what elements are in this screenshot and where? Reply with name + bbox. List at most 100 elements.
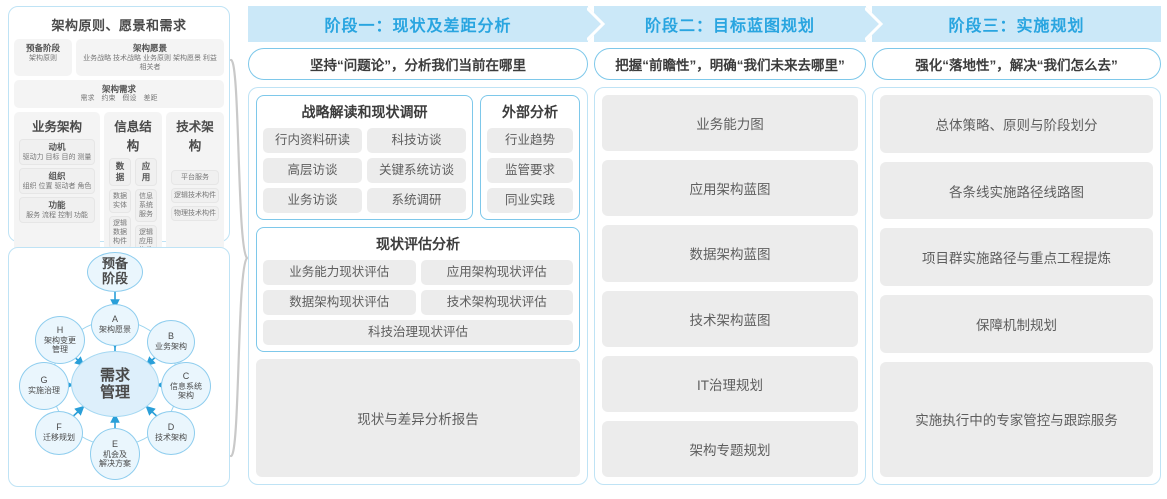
architecture-vision-cell: 架构愿景 业务战略 技术战略 业务原则 架构愿景 利益相关者: [76, 39, 224, 76]
adm-node-d-letter: D: [167, 422, 175, 433]
adm-node-a-letter: A: [111, 314, 118, 325]
list-item[interactable]: 科技访谈: [367, 128, 466, 153]
external-analysis-items: 行业趋势 监管要求 同业实践: [487, 128, 573, 213]
adm-node-a-label: 架构愿景: [99, 325, 131, 335]
architecture-requirements-cell: 架构需求 需求 约束 假设 差距: [14, 79, 224, 108]
adm-node-prep: 预备 阶段: [87, 252, 143, 292]
organization-chip: 组织 组织 位置 驱动者 角色: [19, 167, 95, 194]
list-item[interactable]: 行内资料研读: [263, 128, 362, 153]
list-item[interactable]: 总体策略、原则与阶段划分: [880, 95, 1153, 153]
external-analysis-card: 外部分析 行业趋势 监管要求 同业实践: [480, 95, 580, 220]
adm-node-b-label: 业务架构: [155, 342, 187, 352]
list-item[interactable]: 系统调研: [367, 188, 466, 213]
togaf-adm-cycle: 预备 阶段 需求 管理 A 架构愿景 B 业务架构 C 信息系统 架构 D 技术…: [8, 247, 230, 487]
list-item[interactable]: 业务访谈: [263, 188, 362, 213]
architecture-requirements-title: 架构需求: [101, 83, 136, 94]
adm-node-b: B 业务架构: [147, 320, 195, 364]
adm-node-c-label: 信息系统 架构: [170, 381, 202, 400]
motivation-sub: 驱动力 目标 目的 测量: [22, 153, 92, 161]
list-item[interactable]: 科技治理现状评估: [263, 320, 573, 345]
stage-column-3: 阶段三：实施规划 强化“落地性”，解决“我们怎么去” 总体策略、原则与阶段划分 …: [872, 6, 1161, 485]
list-item[interactable]: 架构专题规划: [602, 420, 858, 478]
chevron-right-icon: [865, 6, 883, 42]
list-item[interactable]: 关键系统访谈: [367, 158, 466, 183]
adm-node-g: G 实施治理: [19, 362, 69, 410]
list-item[interactable]: 行业趋势: [487, 128, 573, 153]
logical-technology-component-chip: 逻辑技术构件: [171, 187, 219, 203]
list-item[interactable]: 监管要求: [487, 158, 573, 183]
application-title: 应用: [141, 160, 151, 182]
organization-sub: 组织 位置 驱动者 角色: [22, 182, 92, 190]
list-item[interactable]: 实施执行中的专家管控与跟踪服务: [880, 361, 1153, 478]
adm-node-h-letter: H: [56, 324, 64, 335]
adm-node-e-label: 机会及 解决方案: [99, 449, 131, 468]
list-item[interactable]: 同业实践: [487, 188, 573, 213]
business-architecture-head: 业务架构: [31, 119, 82, 134]
stage-1-subtitle: 坚持“问题论”，分析我们当前在哪里: [248, 48, 588, 80]
external-analysis-title: 外部分析: [502, 104, 558, 120]
list-item[interactable]: 技术架构蓝图: [602, 290, 858, 347]
adm-node-e-letter: E: [111, 438, 118, 449]
adm-node-center: 需求 管理: [71, 351, 159, 417]
stage-1-body: 战略解读和现状调研 行内资料研读 科技访谈 高层访谈 关键系统访谈 业务访谈 系…: [248, 87, 588, 485]
gap-analysis-report-item[interactable]: 现状与差异分析报告: [256, 359, 580, 477]
application-chip: 应用: [135, 157, 157, 186]
strategy-research-card: 战略解读和现状调研 行内资料研读 科技访谈 高层访谈 关键系统访谈 业务访谈 系…: [256, 95, 473, 220]
stage-3-body: 总体策略、原则与阶段划分 各条线实施路径线路图 项目群实施路径与重点工程提炼 保…: [872, 87, 1161, 485]
adm-node-e: E 机会及 解决方案: [90, 428, 140, 480]
adm-node-h: H 架构变更 管理: [35, 316, 85, 364]
adm-node-g-label: 实施治理: [28, 386, 60, 396]
logical-technology-component-label: 逻辑技术构件: [174, 191, 216, 199]
list-item[interactable]: 技术架构现状评估: [420, 290, 573, 315]
current-state-assessment-title: 现状评估分析: [376, 236, 460, 252]
logical-data-component-chip: 逻辑数据构件: [109, 215, 131, 250]
motivation-chip: 动机 驱动力 目标 目的 测量: [19, 138, 95, 165]
information-system-service-chip: 信息系统服务: [135, 188, 157, 222]
list-item[interactable]: 业务能力现状评估: [263, 260, 416, 285]
platform-service-chip: 平台服务: [171, 169, 219, 185]
current-state-assessment-card: 现状评估分析 业务能力现状评估 应用架构现状评估 数据架构现状评估 技术架构现状…: [256, 227, 580, 352]
list-item[interactable]: 应用架构现状评估: [420, 260, 573, 285]
function-title: 功能: [48, 199, 66, 210]
prep-phase-title: 预备阶段: [25, 43, 60, 53]
motivation-title: 动机: [48, 141, 66, 152]
architecture-vision-title: 架构愿景: [132, 43, 167, 53]
stage-2-header-label: 阶段二：目标蓝图规划: [644, 18, 815, 35]
prep-phase-sub: 架构原则: [29, 54, 57, 62]
information-structure-head: 信息结构: [114, 119, 152, 153]
architecture-requirements-sub: 需求 约束 假设 差距: [80, 95, 158, 103]
information-system-service-label: 信息系统服务: [139, 192, 153, 218]
adm-node-h-label: 架构变更 管理: [44, 335, 76, 354]
physical-technology-component-label: 物理技术构件: [174, 209, 216, 217]
list-item[interactable]: 保障机制规划: [880, 295, 1153, 353]
list-item[interactable]: IT治理规划: [602, 355, 858, 412]
chevron-right-icon: [587, 6, 605, 42]
adm-node-f: F 迁移规划: [35, 411, 83, 455]
list-item[interactable]: 各条线实施路径线路图: [880, 161, 1153, 220]
technology-architecture-head: 技术架构: [176, 119, 214, 153]
prep-phase-cell: 预备阶段 架构原则: [14, 39, 72, 76]
stage-2-subtitle: 把握“前瞻性”，明确“我们未来去哪里”: [594, 48, 866, 80]
list-item[interactable]: 应用架构蓝图: [602, 160, 858, 217]
list-item[interactable]: 高层访谈: [263, 158, 362, 183]
adm-node-a: A 架构愿景: [91, 304, 139, 346]
list-item[interactable]: 数据架构现状评估: [263, 290, 416, 315]
adm-node-f-label: 迁移规划: [43, 433, 75, 443]
list-item[interactable]: 数据架构蓝图: [602, 225, 858, 282]
stage-3-header: 阶段三：实施规划: [872, 6, 1161, 42]
adm-node-center-label: 需求 管理: [99, 366, 130, 401]
list-item[interactable]: 项目群实施路径与重点工程提炼: [880, 228, 1153, 287]
function-sub: 服务 流程 控制 功能: [26, 211, 88, 219]
grouping-bracket: [229, 58, 249, 458]
adm-node-c: C 信息系统 架构: [161, 362, 211, 410]
togaf-content-framework: 架构原则、愿景和需求 预备阶段 架构原则 架构愿景 业务战略 技术战略 业务原则…: [8, 6, 230, 348]
framework-title: 架构原则、愿景和需求: [51, 18, 187, 33]
strategy-research-items: 行内资料研读 科技访谈 高层访谈 关键系统访谈 业务访谈 系统调研: [263, 128, 466, 213]
data-entity-label: 数据实体: [113, 192, 127, 209]
organization-title: 组织: [48, 170, 66, 181]
stage-column-1: 阶段一：现状及差距分析 坚持“问题论”，分析我们当前在哪里 战略解读和现状调研 …: [248, 6, 605, 485]
stage-1-top-row: 战略解读和现状调研 行内资料研读 科技访谈 高层访谈 关键系统访谈 业务访谈 系…: [256, 95, 580, 220]
list-item[interactable]: 业务能力图: [602, 95, 858, 152]
adm-node-d-label: 技术架构: [155, 433, 187, 443]
adm-node-c-letter: C: [182, 370, 190, 381]
